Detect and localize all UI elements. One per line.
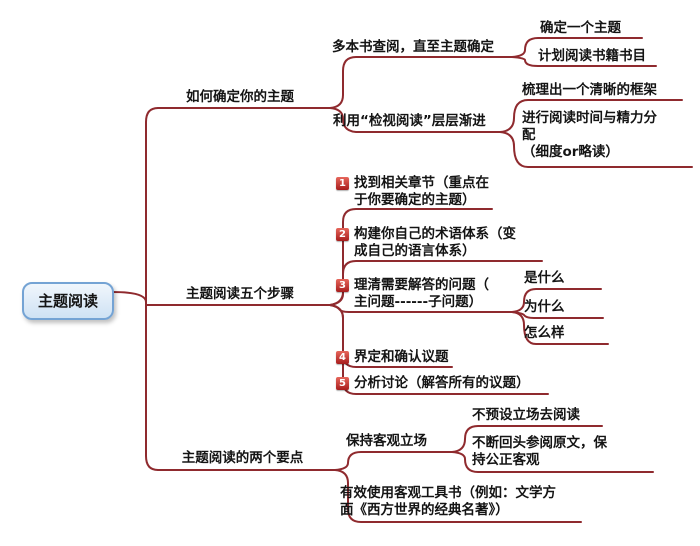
step-4-badge-icon: 4	[336, 351, 349, 364]
step-4-label: 界定和确认议题	[354, 349, 449, 365]
node-allocate-time-energy[interactable]: 进行阅读时间与精力分 配 （细度or略读）	[522, 110, 657, 160]
step-2-badge-icon: 2	[336, 228, 349, 241]
node-decide-one-topic[interactable]: 确定一个主题	[540, 20, 621, 36]
node-sort-out-clear-framework[interactable]: 梳理出一个清晰的框架	[522, 82, 657, 98]
branch-five-steps[interactable]: 主题阅读五个步骤	[186, 286, 294, 302]
step-1-find-relevant-chapters[interactable]: 1 找到相关章节（重点在 于你要确定的主题）	[336, 175, 489, 209]
step-1-badge-icon: 1	[336, 177, 349, 190]
step-3-clarify-questions[interactable]: 3 理清需要解答的问题（ 主问题------子问题）	[336, 277, 489, 311]
step-5-badge-icon: 5	[336, 377, 349, 390]
node-use-objective-reference-books[interactable]: 有效使用客观工具书（例如：文学方 面《西方世界的经典名著》）	[340, 485, 556, 518]
step-2-build-terminology[interactable]: 2 构建你自己的术语体系（变 成自己的语言体系）	[336, 226, 516, 260]
step-5-analyze-discuss[interactable]: 5 分析讨论（解答所有的议题）	[336, 375, 530, 392]
node-question-how[interactable]: 怎么样	[524, 325, 565, 341]
node-use-inspectional-reading[interactable]: 利用“检视阅读”层层渐进	[333, 113, 486, 129]
node-consult-many-books[interactable]: 多本书查阅，直至主题确定	[332, 39, 494, 55]
node-keep-objective-stance[interactable]: 保持客观立场	[346, 433, 427, 449]
root-node-topic-reading[interactable]: 主题阅读	[22, 282, 114, 320]
step-3-badge-icon: 3	[336, 279, 349, 292]
step-3-label: 理清需要解答的问题（ 主问题------子问题）	[354, 277, 489, 310]
node-question-what[interactable]: 是什么	[524, 270, 565, 286]
node-plan-book-list[interactable]: 计划阅读书籍书目	[538, 48, 646, 64]
step-5-label: 分析讨论（解答所有的议题）	[354, 375, 530, 391]
step-1-label: 找到相关章节（重点在 于你要确定的主题）	[354, 175, 489, 208]
branch-how-to-determine-topic[interactable]: 如何确定你的主题	[186, 89, 294, 105]
branch-two-key-points[interactable]: 主题阅读的两个要点	[181, 450, 304, 466]
node-read-without-preset-stance[interactable]: 不预设立场去阅读	[472, 407, 580, 423]
node-question-why[interactable]: 为什么	[524, 299, 565, 315]
step-4-define-confirm-issues[interactable]: 4 界定和确认议题	[336, 349, 449, 366]
step-2-label: 构建你自己的术语体系（变 成自己的语言体系）	[354, 226, 516, 259]
node-refer-back-to-original[interactable]: 不断回头参阅原文，保 持公正客观	[472, 435, 607, 468]
